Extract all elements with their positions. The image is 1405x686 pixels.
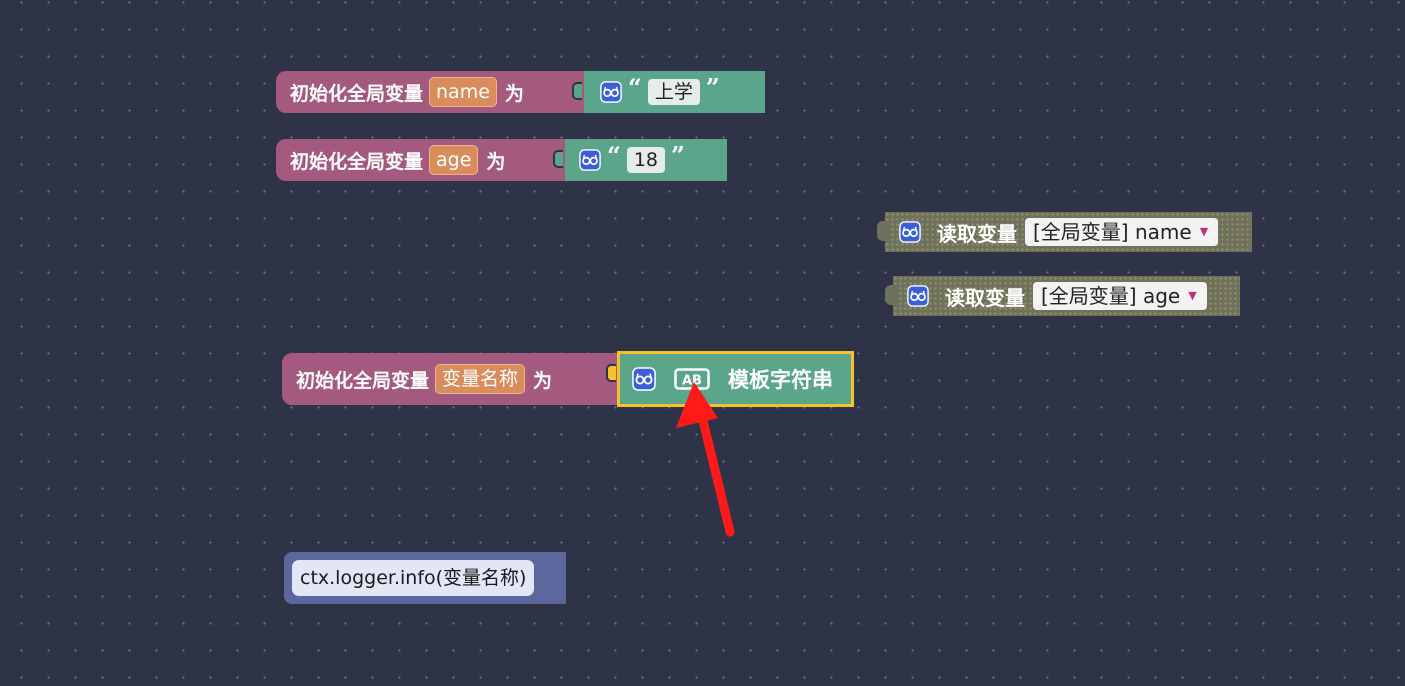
- connector-notch: [877, 221, 889, 241]
- glasses-icon: [899, 221, 921, 243]
- init-global-var-block-template[interactable]: 初始化全局变量 变量名称 为: [282, 353, 622, 405]
- red-arrow-icon: [676, 382, 735, 537]
- connector-notch: [885, 285, 897, 305]
- var-name-field[interactable]: age: [429, 145, 479, 175]
- get-variable-block-age[interactable]: 读取变量 [全局变量] age ▼: [885, 276, 1240, 316]
- glasses-icon: [907, 285, 929, 307]
- as-label: 为: [486, 150, 506, 173]
- var-name-field[interactable]: 变量名称: [435, 364, 526, 394]
- get-variable-block-name[interactable]: 读取变量 [全局变量] name ▼: [877, 212, 1252, 252]
- as-label: 为: [504, 82, 524, 105]
- init-keyword: 初始化全局变量: [290, 150, 424, 173]
- string-value-field[interactable]: 上学: [647, 79, 700, 105]
- get-variable-label: 读取变量: [937, 221, 1017, 246]
- svg-text:AB: AB: [682, 374, 702, 389]
- close-quote: ”: [671, 141, 685, 170]
- connector-notch: [606, 364, 616, 382]
- variable-dropdown-value: [全局变量] name: [1033, 220, 1192, 244]
- close-quote: ”: [705, 73, 720, 102]
- connector-notch: [553, 150, 563, 168]
- string-value-field[interactable]: 18: [626, 147, 665, 173]
- variable-dropdown[interactable]: [全局变量] name ▼: [1025, 218, 1219, 246]
- init-keyword: 初始化全局变量: [290, 82, 424, 105]
- as-label: 为: [533, 369, 553, 392]
- glasses-icon: [579, 149, 601, 171]
- template-string-label: 模板字符串: [728, 368, 833, 392]
- init-global-var-block-name[interactable]: 初始化全局变量 name 为: [276, 71, 586, 113]
- string-block-name[interactable]: “ 上学 ”: [584, 71, 765, 113]
- logger-code-field[interactable]: ctx.logger.info(变量名称): [292, 560, 535, 596]
- var-name-field[interactable]: name: [429, 77, 497, 107]
- triangle-down-icon: ▼: [1199, 225, 1209, 238]
- connector-notch: [572, 82, 582, 100]
- template-string-block[interactable]: AB 模板字符串: [617, 351, 854, 407]
- open-quote: “: [607, 141, 621, 170]
- logger-block[interactable]: ctx.logger.info(变量名称): [284, 552, 566, 604]
- glasses-icon: [632, 367, 656, 391]
- get-variable-label: 读取变量: [945, 285, 1025, 310]
- variable-dropdown-value: [全局变量] age: [1041, 284, 1181, 308]
- init-global-var-block-age[interactable]: 初始化全局变量 age 为: [276, 139, 566, 181]
- glasses-icon: [600, 81, 622, 103]
- triangle-down-icon: ▼: [1188, 289, 1197, 302]
- string-block-age[interactable]: “ 18 ”: [565, 139, 727, 181]
- init-keyword: 初始化全局变量: [296, 369, 430, 392]
- variable-dropdown[interactable]: [全局变量] age ▼: [1033, 282, 1207, 310]
- open-quote: “: [628, 73, 642, 102]
